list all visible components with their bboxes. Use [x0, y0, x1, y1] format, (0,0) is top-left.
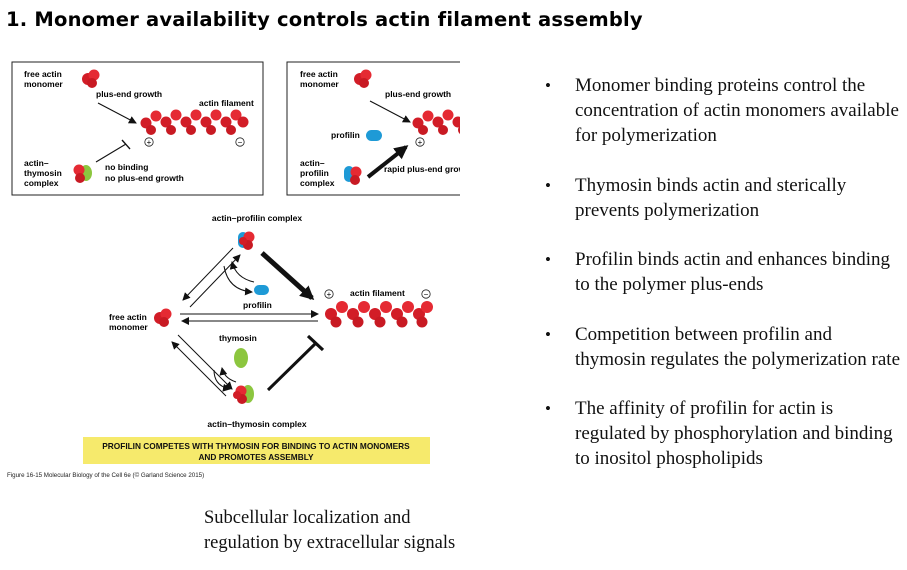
annotation-note: Subcellular localization and regulation …	[204, 506, 455, 556]
bullet-list: Monomer binding proteins control the con…	[543, 73, 903, 496]
minus-end-marker	[421, 289, 431, 299]
annotation-note-line: Subcellular localization and	[204, 508, 411, 528]
actin-profilin-complex	[344, 166, 362, 185]
panel-left-frame	[11, 61, 264, 196]
free-actin-label: monomer	[109, 322, 148, 332]
bullet-item: Monomer binding proteins control the con…	[543, 73, 903, 148]
growth-arrow	[97, 102, 137, 124]
no-binding-label: no binding	[105, 162, 148, 172]
profilin-complex-label: complex	[300, 178, 335, 188]
actin-filament	[140, 109, 249, 135]
thymosin-protein	[234, 348, 248, 368]
no-growth-label: no plus-end growth	[105, 173, 184, 183]
minus-end-marker	[235, 137, 245, 147]
thymosin-leave-arrow	[219, 367, 237, 383]
thymosin-bind-arrow	[177, 334, 233, 390]
actin-profilin-complex	[238, 231, 255, 250]
bullet-item: The affinity of profilin for actin is re…	[543, 396, 903, 471]
plus-sign: +	[418, 138, 423, 147]
actin-filament-label: actin filament	[199, 98, 254, 108]
thymosin-complex-label: thymosin	[24, 168, 62, 178]
minus-sign: −	[424, 290, 429, 299]
summary-banner-line2: AND PROMOTES ASSEMBLY	[198, 452, 314, 462]
summary-banner	[83, 437, 430, 464]
thymosin-label: thymosin	[219, 333, 257, 343]
plus-end-marker	[324, 289, 334, 299]
profilin-complex-label: profilin	[300, 168, 329, 178]
growth-arrow	[369, 100, 411, 123]
actin-monomer	[154, 308, 172, 327]
panel-profilin: free actin monomer plus-end growth + − p…	[286, 61, 460, 196]
actin-thymosin-complex	[73, 164, 92, 183]
thymosin-complex-label: complex	[24, 178, 59, 188]
free-actin-label: free actin	[109, 312, 147, 322]
free-actin-label: monomer	[300, 79, 339, 89]
thymosin-complex-label: actin–thymosin complex	[207, 419, 306, 429]
plus-end-marker	[415, 137, 425, 147]
rapid-growth-label: rapid plus-end growth	[384, 164, 460, 174]
actin-figure-svg: free actin monomer plus-end growth actin…	[7, 61, 460, 479]
plus-sign: +	[147, 138, 152, 147]
summary-banner-line1: PROFILIN COMPETES WITH THYMOSIN FOR BIND…	[102, 441, 410, 451]
profilin-complex-label: actin–profilin complex	[212, 213, 302, 223]
profilin-protein	[254, 285, 269, 295]
free-actin-label: free actin	[300, 69, 338, 79]
thymosin-complex-label: actin–	[24, 158, 49, 168]
actin-filament	[412, 109, 460, 135]
actin-monomer	[354, 69, 372, 88]
annotation-note-line: regulation by extracellular signals	[204, 533, 456, 553]
slide-title: 1. Monomer availability controls actin f…	[6, 8, 643, 31]
bullet-item: Profilin binds actin and enhances bindin…	[543, 247, 903, 297]
thymosin-release-arrow	[171, 341, 227, 397]
competition-cycle: actin–profilin complex profilin + actin …	[109, 213, 433, 429]
blocked-arrow	[95, 143, 127, 163]
profilin-protein	[366, 130, 382, 141]
bullet-item: Competition between profilin and thymosi…	[543, 322, 903, 372]
inhibition-line	[266, 341, 318, 392]
minus-sign: −	[238, 138, 243, 147]
rapid-assembly-arrow	[260, 251, 315, 301]
free-actin-label: free actin	[24, 69, 62, 79]
plus-sign: +	[327, 290, 332, 299]
plus-end-growth-label: plus-end growth	[385, 89, 451, 99]
actin-filament	[325, 301, 433, 328]
free-actin-label: monomer	[24, 79, 63, 89]
actin-filament-label: actin filament	[350, 288, 405, 298]
figure-caption: Figure 16-15 Molecular Biology of the Ce…	[7, 472, 204, 479]
dissociation-arrow	[182, 247, 234, 301]
profilin-label: profilin	[331, 130, 360, 140]
bullet-item: Thymosin binds actin and sterically prev…	[543, 173, 903, 223]
actin-figure: free actin monomer plus-end growth actin…	[0, 52, 460, 492]
plus-end-marker	[144, 137, 154, 147]
thymosin-join-arrow	[213, 369, 231, 392]
profilin-complex-label: actin–	[300, 158, 325, 168]
profilin-label: profilin	[243, 300, 272, 310]
panel-no-profilin: free actin monomer plus-end growth actin…	[11, 61, 264, 196]
inhibition-bar	[306, 334, 325, 352]
rapid-growth-arrow	[366, 145, 409, 179]
block-bar	[121, 139, 131, 150]
actin-monomer	[82, 69, 100, 88]
profilin-release-arrow	[223, 265, 253, 296]
actin-thymosin-complex	[233, 385, 254, 404]
plus-end-growth-label: plus-end growth	[96, 89, 162, 99]
profilin-bind-arrow	[229, 261, 255, 283]
